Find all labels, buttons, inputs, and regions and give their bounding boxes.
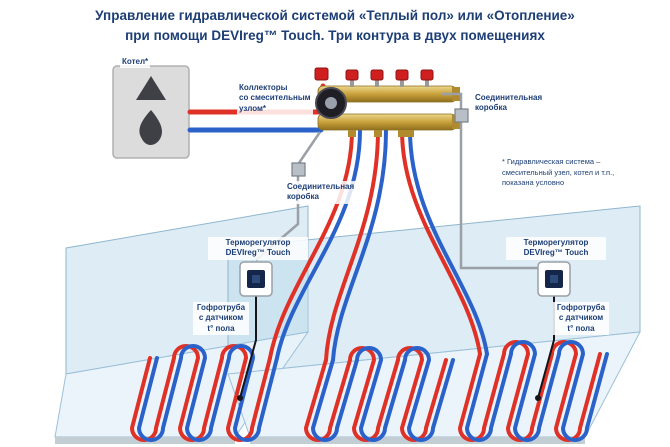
manifold-left-valve (314, 67, 329, 81)
floor-sensor-right-tip (535, 395, 541, 401)
signal-cable-right-lower (459, 122, 538, 270)
feed-hot-left (268, 128, 354, 360)
floor-sensor-left (237, 295, 257, 401)
page-title: Управление гидравлической системой «Тепл… (95, 8, 575, 43)
junction-box-left-label: Соединительная коробка (285, 181, 357, 204)
loop-middle-cold-pipe (311, 346, 455, 442)
junction-box-right (454, 108, 469, 123)
signal-cable-left-upper (297, 131, 322, 164)
sensor-left-label: Гофротруба с датчиком t° пола (193, 302, 249, 336)
junction-box-left (291, 162, 306, 177)
sensor-right-label: Гофротруба с датчиком t° пола (553, 302, 609, 336)
footnote: * Гидравлическая система – смесительный … (502, 157, 615, 187)
signal-cable-right-upper (442, 92, 463, 109)
manifold-assembly (314, 67, 460, 137)
flow-meters (345, 69, 434, 87)
feed-hot-right (400, 128, 482, 356)
floor-sensor-left-tip (237, 395, 243, 401)
thermostat-right (537, 261, 571, 297)
boiler-flame-icon (139, 110, 162, 145)
boiler-unit (112, 65, 190, 159)
feed-cold-right (408, 128, 489, 356)
feed-cold-left (275, 128, 362, 360)
manifold-valve-bodies (348, 130, 414, 137)
thermostat-left (239, 261, 273, 297)
junction-box-right-label: Соединительная коробка (473, 92, 545, 115)
feed-hot-middle (324, 128, 380, 362)
boiler-label: Котел* (120, 56, 151, 69)
collector-label: Коллекторы со смесительным узлом* (237, 82, 313, 116)
thermostat-right-label: Терморегулятор DEVIreg™ Touch (506, 237, 606, 260)
pump-icon (315, 87, 347, 119)
heating-loop-right (458, 340, 609, 442)
heating-loop-middle (304, 346, 455, 442)
loop-right-cold-pipe (465, 340, 609, 442)
boiler-triangle-icon (136, 76, 166, 100)
heating-loop-left (130, 344, 279, 442)
loop-left-cold-pipe (137, 344, 279, 442)
thermostat-left-label: Терморегулятор DEVIreg™ Touch (208, 237, 308, 260)
feed-cold-middle (331, 128, 388, 362)
manifold-feed-pipes (268, 128, 489, 362)
